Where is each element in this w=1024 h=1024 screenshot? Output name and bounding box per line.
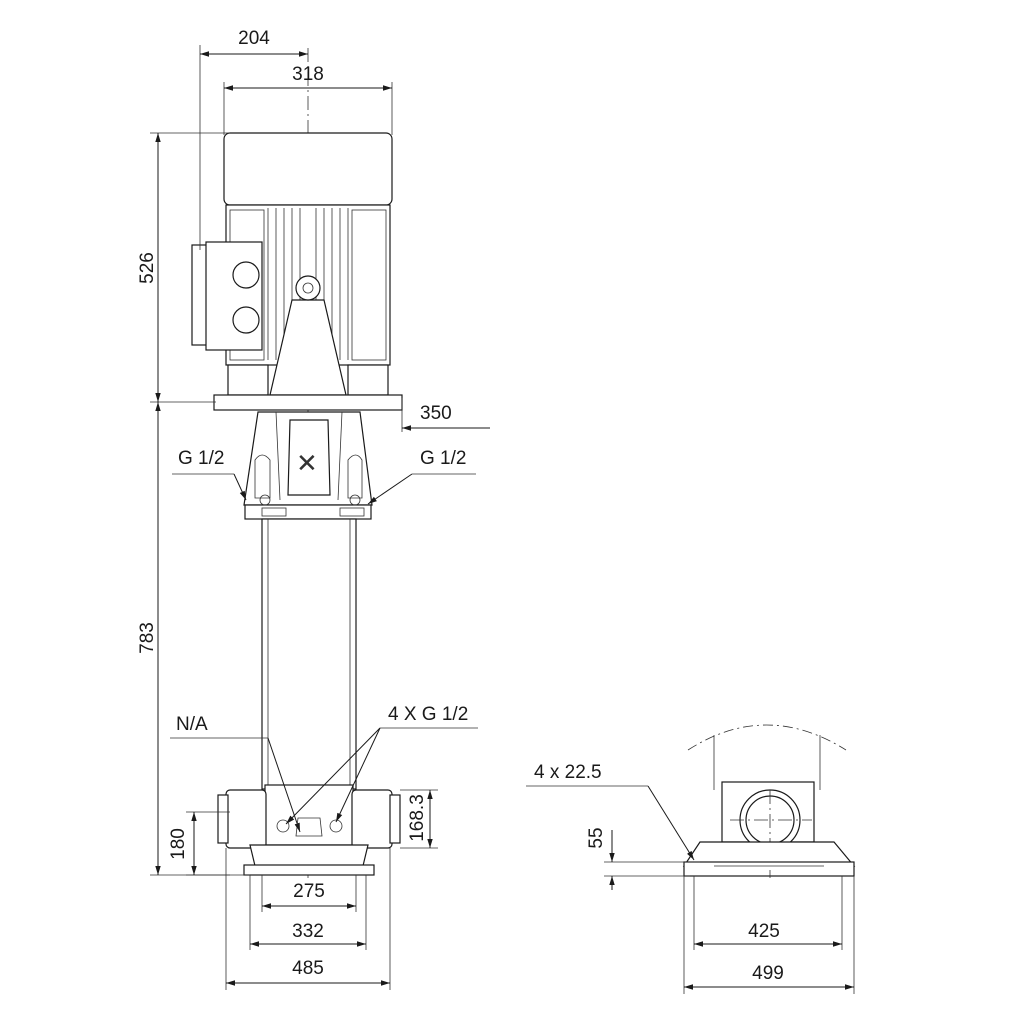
callout-4xg12-label: 4 X G 1/2 bbox=[388, 704, 468, 725]
dimension-485-label: 485 bbox=[292, 958, 324, 979]
dimension-350-label: 350 bbox=[420, 403, 452, 424]
terminal-box bbox=[191, 241, 263, 351]
dimension-332-label: 332 bbox=[292, 921, 324, 942]
pump-head: ✕ bbox=[243, 411, 373, 506]
pump-sleeve bbox=[261, 518, 357, 790]
head-flange bbox=[244, 494, 372, 520]
callout-holes: 4 x 22.5 bbox=[526, 762, 695, 861]
dimension-204: 204 bbox=[199, 28, 308, 250]
dimension-318-label: 318 bbox=[292, 64, 324, 85]
dimension-350: 350 bbox=[401, 398, 490, 432]
dimension-485: 485 bbox=[225, 848, 391, 990]
side-view: 55 425 499 4 x 22.5 bbox=[526, 724, 856, 994]
dimension-425: 425 bbox=[693, 876, 843, 950]
pump-base bbox=[217, 784, 401, 876]
motor-foot-right bbox=[347, 364, 389, 396]
side-view-base-plate bbox=[683, 861, 855, 877]
callout-holes-label: 4 x 22.5 bbox=[534, 762, 602, 783]
front-view: ✕ bbox=[137, 28, 490, 990]
motor-stool-flange bbox=[213, 394, 403, 411]
callout-4xg12: 4 X G 1/2 bbox=[285, 704, 478, 825]
callout-g12-right-label: G 1/2 bbox=[420, 448, 466, 469]
dimension-499-label: 499 bbox=[752, 963, 784, 984]
dimension-168-3: 168.3 bbox=[400, 789, 438, 849]
brand-logo-mark: ✕ bbox=[296, 449, 318, 479]
dimension-318: 318 bbox=[223, 64, 393, 135]
dimension-180-label: 180 bbox=[168, 828, 189, 860]
dimension-425-label: 425 bbox=[748, 921, 780, 942]
dimension-526-label: 526 bbox=[137, 252, 158, 284]
dimension-168-3-label: 168.3 bbox=[407, 794, 428, 842]
dimension-499: 499 bbox=[683, 876, 855, 994]
dimension-275: 275 bbox=[261, 875, 357, 912]
motor-foot-left bbox=[227, 364, 269, 396]
dimension-204-label: 204 bbox=[238, 28, 270, 49]
callout-g12-left-label: G 1/2 bbox=[178, 448, 224, 469]
dimension-55-label: 55 bbox=[586, 827, 607, 848]
dimension-180: 180 bbox=[168, 811, 230, 876]
callout-g12-right: G 1/2 bbox=[367, 448, 476, 505]
callout-g12-left: G 1/2 bbox=[172, 448, 247, 501]
callout-na-label: N/A bbox=[176, 714, 208, 735]
side-view-break-line bbox=[687, 724, 847, 751]
motor-fan-cover bbox=[223, 132, 393, 206]
dimension-332: 332 bbox=[249, 875, 367, 950]
dimension-783-label: 783 bbox=[137, 622, 158, 654]
dimension-526: 526 bbox=[137, 132, 230, 403]
dimension-275-label: 275 bbox=[293, 881, 325, 902]
dimension-55: 55 bbox=[586, 827, 700, 890]
callout-na: N/A bbox=[170, 714, 301, 833]
